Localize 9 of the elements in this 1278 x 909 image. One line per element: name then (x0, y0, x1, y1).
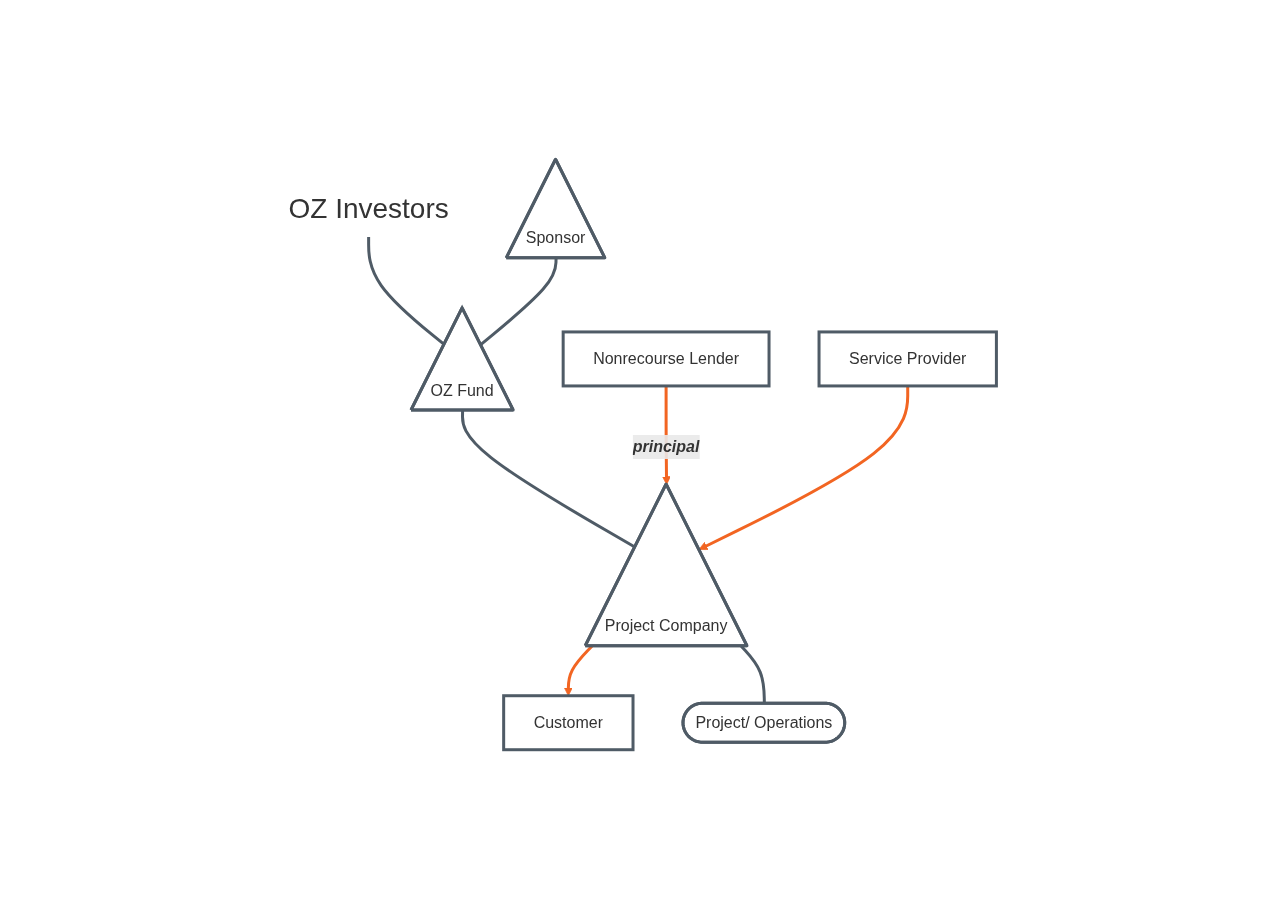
connector (367, 237, 446, 346)
node-box: Customer (502, 694, 635, 752)
connector (740, 645, 767, 704)
node-box: Nonrecourse Lender (561, 330, 771, 388)
connector (480, 258, 558, 346)
edge-label: principal (633, 438, 700, 456)
arrow (699, 385, 910, 550)
node-text: OZ Investors (288, 192, 450, 224)
node-box: Service Provider (817, 330, 999, 388)
